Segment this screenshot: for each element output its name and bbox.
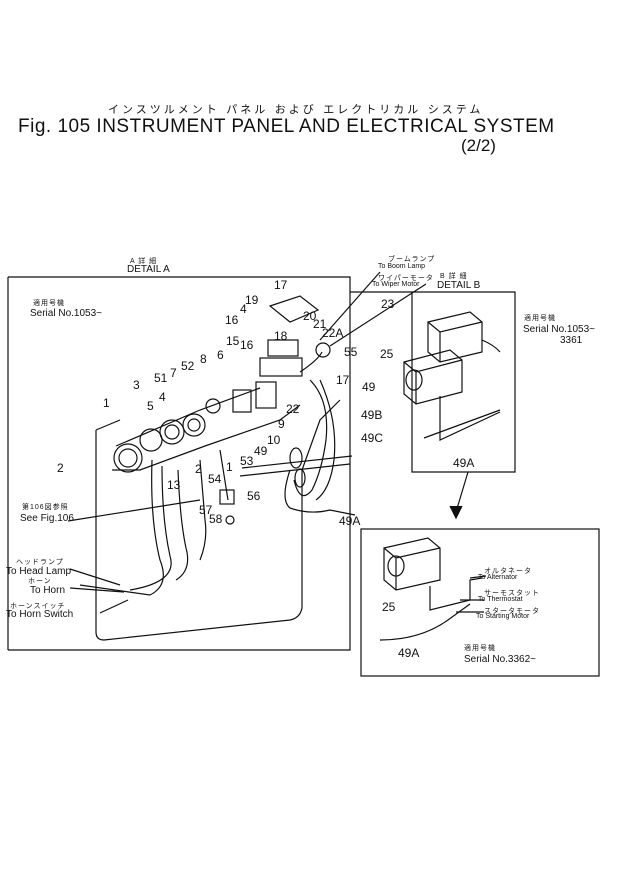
callout-55: 55 bbox=[344, 345, 358, 359]
see-fig-label: See Fig.106 bbox=[20, 513, 74, 524]
head-lamp-kana: ヘッドランプ bbox=[16, 559, 64, 566]
detail-a-applic-kana: 適用号機 bbox=[33, 300, 65, 307]
callout-58: 58 bbox=[209, 512, 223, 526]
callout-19: 19 bbox=[245, 293, 259, 307]
callout-25b: 25 bbox=[382, 600, 396, 614]
callout-7: 7 bbox=[170, 366, 177, 380]
detail-c-frame bbox=[360, 528, 600, 677]
callout-4: 4 bbox=[159, 390, 166, 404]
horn-label: To Horn bbox=[30, 585, 66, 596]
callout-17a: 17 bbox=[274, 278, 288, 292]
cover-17 bbox=[268, 295, 320, 323]
detail-c-applic-kana: 適用号機 bbox=[464, 645, 496, 652]
relay-23 bbox=[427, 311, 483, 363]
callout-23: 23 bbox=[381, 297, 395, 311]
detail-a-frame bbox=[8, 276, 351, 651]
head-lamp-label: To Head Lamp bbox=[6, 566, 72, 577]
callout-49A-4: 49A bbox=[398, 646, 420, 660]
detail-b-kana: B 詳 細 bbox=[440, 273, 468, 280]
callout-49c: 49C bbox=[361, 431, 384, 445]
detail-b-serial-a: Serial No.1053~ bbox=[523, 324, 595, 335]
boom-lamp-kana: ブームランプ bbox=[388, 256, 436, 263]
box-25-c bbox=[383, 537, 441, 591]
callout-51: 51 bbox=[154, 371, 168, 385]
wiper-motor-label: To Wiper Motor bbox=[372, 281, 420, 288]
callout-2b: 2 bbox=[195, 462, 202, 476]
callout-21: 21 bbox=[313, 317, 327, 331]
detail-b-applic-kana: 適用号機 bbox=[524, 315, 556, 322]
callout-16b: 16 bbox=[240, 338, 254, 352]
title-kana: インスツルメント パネル および エレクトリカル システム bbox=[108, 103, 484, 116]
callout-22a: 22A bbox=[322, 326, 344, 340]
page-indicator: (2/2) bbox=[461, 136, 496, 155]
callout-6: 6 bbox=[217, 348, 224, 362]
callout-52: 52 bbox=[181, 359, 195, 373]
figure-title: Fig. 105 INSTRUMENT PANEL AND ELECTRICAL… bbox=[18, 116, 555, 137]
detail-a-label: DETAIL A bbox=[127, 264, 170, 275]
callout-53: 53 bbox=[240, 454, 254, 468]
callout-13: 13 bbox=[167, 478, 181, 492]
callout-22: 22 bbox=[286, 402, 300, 416]
detail-a-kana: A 詳 細 bbox=[130, 258, 158, 265]
callout-10: 10 bbox=[267, 433, 281, 447]
alternator-label: To Alternator bbox=[478, 574, 518, 581]
horn-switch-kana: ホーンスイッチ bbox=[10, 603, 66, 610]
wiper-motor-kana: ワイパーモータ bbox=[378, 275, 434, 282]
thermo-label: To Thermostat bbox=[478, 596, 523, 603]
callout-18: 18 bbox=[274, 329, 288, 343]
callout-16a: 16 bbox=[225, 313, 239, 327]
box-25 bbox=[403, 349, 463, 405]
callout-54: 54 bbox=[208, 472, 222, 486]
starting-label: To Starting Motor bbox=[476, 613, 530, 620]
gauge-5 bbox=[159, 419, 185, 445]
callout-1: 1 bbox=[103, 396, 110, 410]
callout-20: 20 bbox=[303, 309, 317, 323]
gauge-4 bbox=[182, 413, 206, 437]
callout-49: 49 bbox=[254, 444, 268, 458]
callout-57: 57 bbox=[199, 503, 213, 517]
detail-c-serial: Serial No.3362~ bbox=[464, 654, 536, 665]
callout-1b: 1 bbox=[226, 460, 233, 474]
callout-15: 15 bbox=[226, 334, 240, 348]
gauge-3 bbox=[139, 428, 163, 452]
starting-kana: スタータモータ bbox=[484, 608, 540, 615]
callout-5: 5 bbox=[147, 399, 154, 413]
callout-49b: 49B bbox=[361, 408, 383, 422]
switch-block bbox=[232, 389, 252, 413]
callout-9: 9 bbox=[278, 417, 285, 431]
detail-b-frame bbox=[350, 291, 516, 473]
callout-8: 8 bbox=[200, 352, 207, 366]
callout-25a: 25 bbox=[380, 347, 394, 361]
callout-49a: 49 bbox=[362, 380, 376, 394]
gauge-1 bbox=[113, 443, 143, 473]
callout-2: 2 bbox=[57, 461, 64, 475]
detail-b-label: DETAIL B bbox=[437, 280, 481, 291]
callout-56: 56 bbox=[247, 489, 261, 503]
detail-a-serial: Serial No.1053~ bbox=[30, 308, 102, 319]
see-fig-kana: 第106図参照 bbox=[22, 504, 69, 511]
gauge-7 bbox=[205, 398, 221, 414]
alternator-kana: オルタネータ bbox=[484, 568, 532, 575]
horn-switch-label: To Horn Switch bbox=[6, 609, 74, 620]
callout-17b: 17 bbox=[336, 373, 350, 387]
detail-b-serial-b: 3361 bbox=[560, 335, 583, 346]
horn-kana: ホーン bbox=[28, 578, 52, 585]
callout-49A-1: 49A bbox=[339, 514, 361, 528]
panel-body bbox=[95, 419, 303, 641]
callout-4b: 4 bbox=[240, 302, 247, 316]
callout-49A-2: 49A bbox=[453, 456, 475, 470]
boom-lamp-label: To Boom Lamp bbox=[378, 263, 426, 270]
callout-3: 3 bbox=[133, 378, 140, 392]
thermo-kana: サーモスタット bbox=[484, 590, 540, 597]
